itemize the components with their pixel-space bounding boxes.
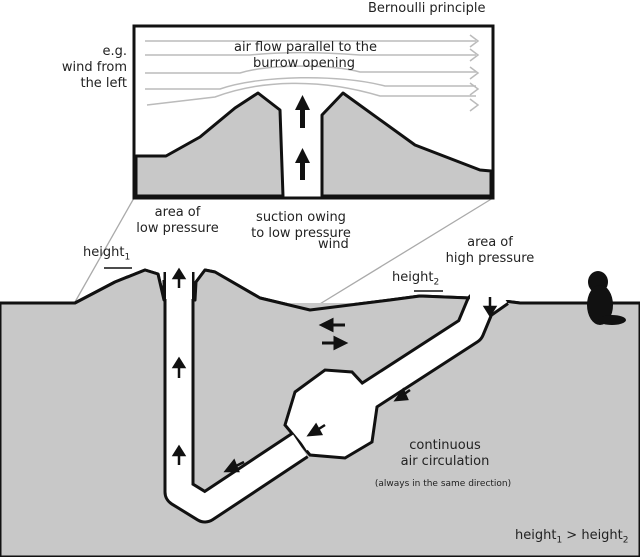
relation-mid: > height	[562, 528, 623, 543]
airflow-lines	[145, 34, 480, 112]
suction-label: suction owing to low pressure	[240, 210, 362, 242]
height2-text: height	[392, 270, 434, 285]
height2-label: height2	[392, 270, 439, 291]
height-relation: height1 > height2	[515, 528, 629, 549]
height1-sub: 1	[124, 252, 131, 263]
relation-text: height	[515, 528, 557, 543]
high-pressure-line: high pressure	[445, 251, 535, 266]
height1-label: height1	[83, 245, 130, 266]
low-pressure-label: area of low pressure	[130, 205, 225, 237]
title: Bernoulli principle	[368, 1, 486, 16]
circulation-note: (always in the same direction)	[374, 479, 512, 489]
height2-sub: 2	[433, 277, 440, 288]
height1-text: height	[83, 245, 125, 260]
wind-arrows	[318, 317, 349, 351]
circulation-line: air circulation	[400, 454, 490, 469]
marmot-silhouette	[587, 271, 626, 325]
zoom-guide-left	[74, 197, 135, 303]
relation-sub1: 1	[556, 535, 563, 546]
inset-ground-right	[320, 91, 493, 198]
low-pressure-line: area of	[154, 205, 201, 220]
high-pressure-label: area of high pressure	[440, 235, 540, 267]
airflow-line: burrow opening	[253, 56, 355, 71]
relation-sub2: 2	[622, 535, 629, 546]
circulation-label: continuous air circulation	[390, 438, 500, 470]
inset-suction-arrows	[295, 95, 310, 180]
wind-note-line: e.g.	[102, 44, 127, 59]
wind-note-line: the left	[80, 76, 127, 91]
circulation-arrows	[171, 267, 498, 473]
zoom-guide-right	[309, 197, 494, 311]
wind-note: e.g. wind from the left	[62, 44, 127, 92]
inset-ground-left	[134, 91, 285, 198]
airflow-label: air flow parallel to the burrow opening	[234, 40, 377, 72]
airflow-line: air flow parallel to the	[234, 40, 377, 55]
wind-label: wind	[318, 237, 349, 252]
low-pressure-line: low pressure	[136, 221, 219, 236]
suction-line: suction owing	[256, 210, 346, 225]
high-pressure-line: area of	[467, 235, 513, 250]
wind-note-line: wind from	[61, 60, 127, 75]
circulation-line: continuous	[409, 438, 481, 453]
suction-line: to low pressure	[251, 226, 351, 241]
